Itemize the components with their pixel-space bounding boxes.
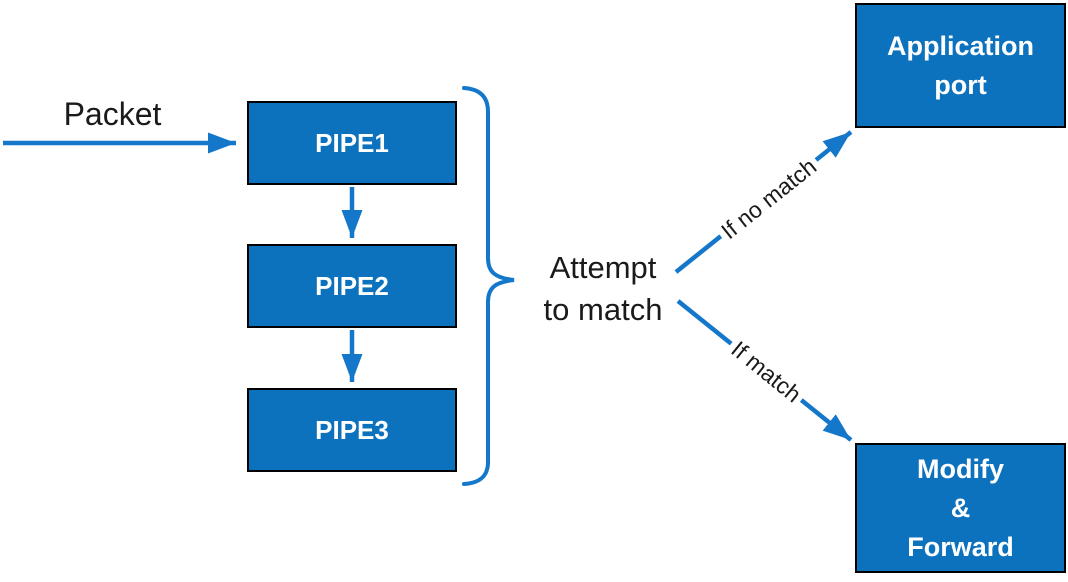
packet-label: Packet (63, 96, 162, 132)
node-application-port: Application port (855, 3, 1066, 128)
node-pipe3: PIPE3 (247, 388, 457, 472)
pipes-grouping-brace (462, 86, 515, 486)
node-pipe1: PIPE1 (247, 101, 457, 185)
node-modify-forward: Modify & Forward (855, 443, 1066, 573)
node-pipe2: PIPE2 (247, 244, 457, 328)
attempt-to-match-label: Attempt to match (543, 250, 663, 327)
